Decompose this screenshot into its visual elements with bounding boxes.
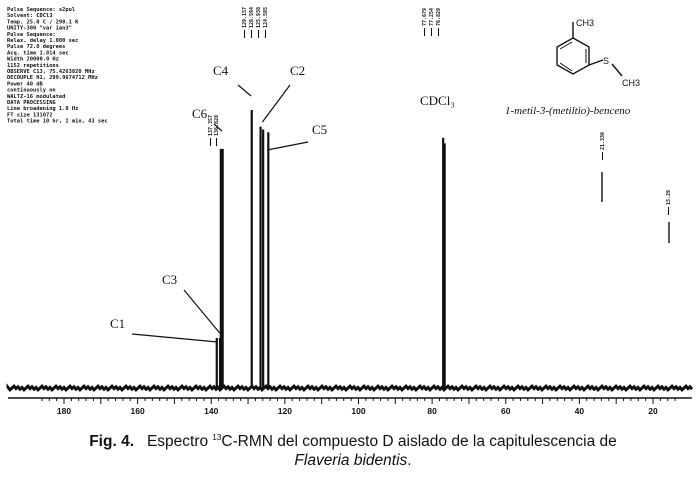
shift-label: 129.157 [242, 7, 248, 28]
x-tick-label: 20 [648, 406, 658, 416]
shift-label: 15.29 [666, 190, 672, 205]
x-tick-label: 40 [575, 406, 585, 416]
peak-label: C6 [192, 106, 208, 121]
param-line: Total time 10 hr, 2 min, 43 sec [7, 119, 108, 125]
caption-species: Flaveria bidentis [294, 452, 408, 470]
figure-number: Fig. 4. [89, 433, 135, 451]
x-tick-label: 120 [278, 406, 292, 416]
peak-label: C1 [110, 316, 125, 331]
annotation-leader [237, 84, 252, 97]
atom-label-ch3-right: CH3 [622, 78, 640, 88]
shift-label: 137.357 [208, 115, 214, 136]
x-tick-label: 140 [204, 406, 218, 416]
param-line: Temp. 25.0 C / 298.1 K [7, 19, 79, 25]
peak-label: CDCl₃ [420, 93, 455, 108]
shift-label: 77.679 [422, 8, 428, 26]
x-tick-label: 100 [351, 406, 365, 416]
shift-label: 124.585 [263, 7, 269, 28]
annotation-leader [183, 289, 221, 334]
shift-label: 77.254 [429, 8, 435, 26]
param-line: continuously on [7, 88, 56, 94]
caption-text-b: C-RMN del compuesto D aislado de la capi… [221, 433, 617, 451]
atom-label-ch3-top: CH3 [576, 18, 594, 28]
param-line: Relax. delay 1.000 sec [7, 38, 78, 44]
x-tick-label: 180 [57, 406, 71, 416]
param-line: Pulse Sequence: [7, 32, 56, 38]
param-line: DECOUPLE H1, 299.9674712 MHz [7, 75, 98, 81]
figure-caption: Fig. 4. Espectro 13C-RMN del compuesto D… [8, 428, 698, 470]
param-line: Solvent: CDCl3 [7, 13, 52, 19]
thio-bond [588, 59, 604, 66]
shift-label: 126.594 [249, 7, 255, 28]
param-line: OBSERVE C13, 75.4263820 MHz [7, 69, 95, 75]
shift-label: 125.938 [256, 7, 262, 28]
shift-label: 136.828 [214, 115, 220, 136]
peak-label: C2 [290, 63, 305, 78]
peak-label: C4 [213, 63, 229, 78]
x-tick-label: 160 [131, 406, 145, 416]
shift-label: 76.829 [436, 8, 442, 26]
caption-sup: 13 [212, 433, 222, 442]
annotation-leader [267, 141, 309, 151]
param-line: WALTZ-16 modulated [7, 94, 65, 100]
baseline-noise [6, 383, 694, 392]
atom-label-s: S [603, 56, 609, 66]
compound-name: 1-metil-3-(metiltio)-benceno [505, 105, 631, 117]
peak-label: C3 [162, 272, 177, 287]
compound-structure: CH3 S CH3 1-metil-3-(metiltio)-benceno [505, 18, 640, 117]
caption-line-2: Flaveria bidentis. [8, 451, 698, 470]
shift-label: 21.336 [600, 132, 606, 150]
caption-end: . [407, 452, 412, 470]
x-tick-label: 80 [427, 406, 437, 416]
param-line: UNITY-300 "var ian3" [7, 26, 72, 32]
param-line: Pulse Sequence: s2pul [7, 7, 75, 13]
annotation-leader [131, 333, 218, 343]
annotation-leader [213, 123, 223, 132]
param-line: Acq. time 1.814 sec [7, 50, 69, 56]
ring-bond-inner [559, 41, 573, 50]
param-line: Width 20000.0 Hz [7, 57, 59, 63]
annotation-leader [261, 84, 291, 123]
thio-methyl-bond [611, 63, 623, 77]
param-line: Power 40 dB [7, 81, 43, 87]
benzene-ring [556, 37, 590, 75]
caption-text-a: Espectro [146, 433, 213, 451]
x-tick-label: 60 [501, 406, 511, 416]
param-line: Pulse 72.0 degrees [7, 44, 65, 50]
param-line: FT size 131072 [7, 112, 52, 118]
param-line: 1152 repetitions [7, 63, 59, 69]
caption-line-1: Fig. 4. Espectro 13C-RMN del compuesto D… [8, 428, 698, 451]
ring-bond-inner [559, 62, 573, 72]
param-line: DATA PROCESSING [7, 100, 56, 106]
peak-label: C5 [312, 122, 327, 137]
param-line: Line broadening 1.0 Hz [7, 106, 78, 112]
